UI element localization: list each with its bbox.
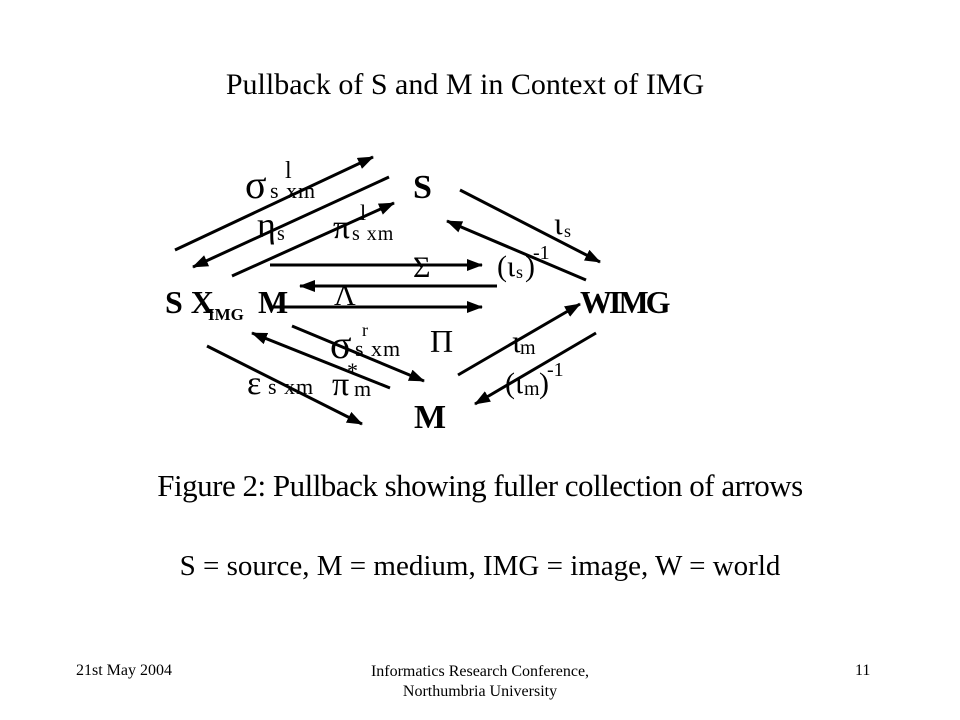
- label-lambda: Λ: [334, 279, 356, 312]
- node-m-pullback: M: [258, 284, 288, 320]
- node-img-subscript: IMG: [208, 305, 244, 324]
- label-iota-s-sub: s: [564, 221, 571, 241]
- label-iota-m-inv: (ι: [505, 367, 523, 400]
- label-sigma-r: σ: [330, 322, 352, 367]
- footer-conference-line1: Informatics Research Conference,: [370, 663, 590, 680]
- label-iota-m-inv-sub: m: [524, 378, 540, 400]
- arrows: [174, 155, 601, 426]
- label-big-pi: Π: [430, 323, 453, 359]
- label-iota-s-inv-sup: -1: [533, 242, 550, 264]
- node-w-img: WIMG: [580, 284, 671, 320]
- figure-caption: Figure 2: Pullback showing fuller collec…: [157, 468, 803, 503]
- footer-conference: Informatics Research Conference, Northum…: [250, 662, 710, 702]
- arrow-iota-m: [457, 302, 581, 377]
- arrow-pi-m-star: [251, 331, 391, 390]
- label-iota-m-inv-close: ): [539, 367, 549, 400]
- abbreviation-legend: S = source, M = medium, IMG = image, W =…: [179, 550, 781, 582]
- node-s-x: S X: [165, 284, 214, 320]
- node-s: S: [413, 169, 432, 206]
- label-pi-m: π: [332, 366, 349, 403]
- node-m: M: [414, 399, 446, 436]
- slide-title: Pullback of S and M in Context of IMG: [225, 68, 705, 101]
- label-sigma-l: σ: [245, 162, 267, 207]
- arrow-pi-l: [231, 201, 395, 278]
- arrow-epsilon: [206, 344, 363, 426]
- label-iota-s: ι: [554, 205, 563, 241]
- label-pi-l: π: [333, 209, 350, 246]
- label-iota-m-sub: m: [520, 337, 536, 359]
- label-eta-sub: s: [277, 223, 285, 245]
- label-iota-s-inv-close: ): [525, 250, 535, 283]
- arrow-eta-s: [192, 175, 390, 269]
- label-iota-m-inv-sup: -1: [547, 359, 564, 381]
- label-eta: η: [257, 205, 276, 245]
- label-pi-l-sup: l: [360, 200, 366, 225]
- label-iota-s-inv: (ι: [497, 250, 515, 283]
- footer-date: 21st May 2004: [76, 662, 172, 679]
- label-pi-l-sub: s xm: [352, 223, 394, 245]
- label-sigma-l-sub: s xm: [270, 178, 316, 203]
- arrow-iota-m-inverse: [474, 331, 597, 406]
- arrow-sigma-l: [174, 155, 374, 252]
- label-epsilon-sub: s xm: [268, 374, 314, 399]
- arrow-iota-s-inverse: [446, 219, 587, 282]
- label-pi-m-sup: *: [347, 358, 358, 383]
- footer-conference-line2: Northumbria University: [402, 683, 558, 700]
- label-big-sigma: Σ: [413, 251, 430, 284]
- arrow-sigma-r: [291, 324, 425, 383]
- label-epsilon: ε: [247, 365, 261, 402]
- label-iota-s-inv-sub: s: [516, 262, 523, 282]
- label-iota-m: ι: [512, 323, 521, 359]
- label-pi-m-sub: m: [354, 376, 371, 401]
- label-sigma-r-sup: r: [362, 320, 368, 340]
- footer-page-number: 11: [855, 662, 871, 679]
- label-sigma-r-sub: s xm: [355, 336, 401, 361]
- arrow-iota-s: [459, 188, 601, 264]
- label-sigma-l-sup: l: [285, 158, 292, 184]
